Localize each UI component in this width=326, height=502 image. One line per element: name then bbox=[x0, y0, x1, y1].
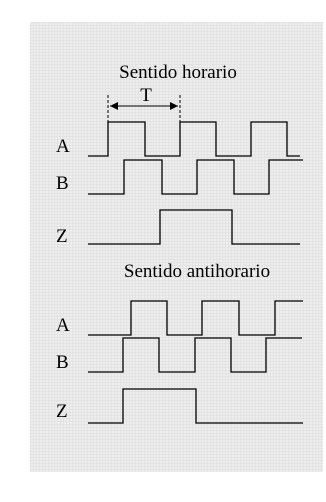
cw-wave-b bbox=[88, 159, 303, 195]
ccw-wave-b bbox=[88, 337, 302, 373]
period-label: T bbox=[140, 85, 152, 106]
ccw-wave-a bbox=[88, 300, 303, 336]
period-marker: T bbox=[107, 85, 181, 122]
ccw-label-z: Z bbox=[56, 401, 68, 422]
ccw-wave-z bbox=[88, 388, 303, 424]
cw-wave-z bbox=[88, 209, 300, 245]
period-arrow-right bbox=[170, 102, 178, 110]
period-arrow-left bbox=[110, 102, 118, 110]
ccw-label-a: A bbox=[56, 315, 70, 336]
counterclockwise-title: Sentido antihorario bbox=[124, 261, 270, 282]
cw-label-z: Z bbox=[56, 226, 68, 247]
ccw-label-b: B bbox=[56, 352, 69, 373]
cw-label-a: A bbox=[56, 136, 70, 157]
diagram-panel bbox=[30, 22, 323, 472]
cw-label-b: B bbox=[56, 173, 69, 194]
clockwise-title: Sentido horario bbox=[119, 62, 237, 83]
cw-wave-a bbox=[88, 121, 300, 157]
waveforms bbox=[88, 121, 303, 424]
